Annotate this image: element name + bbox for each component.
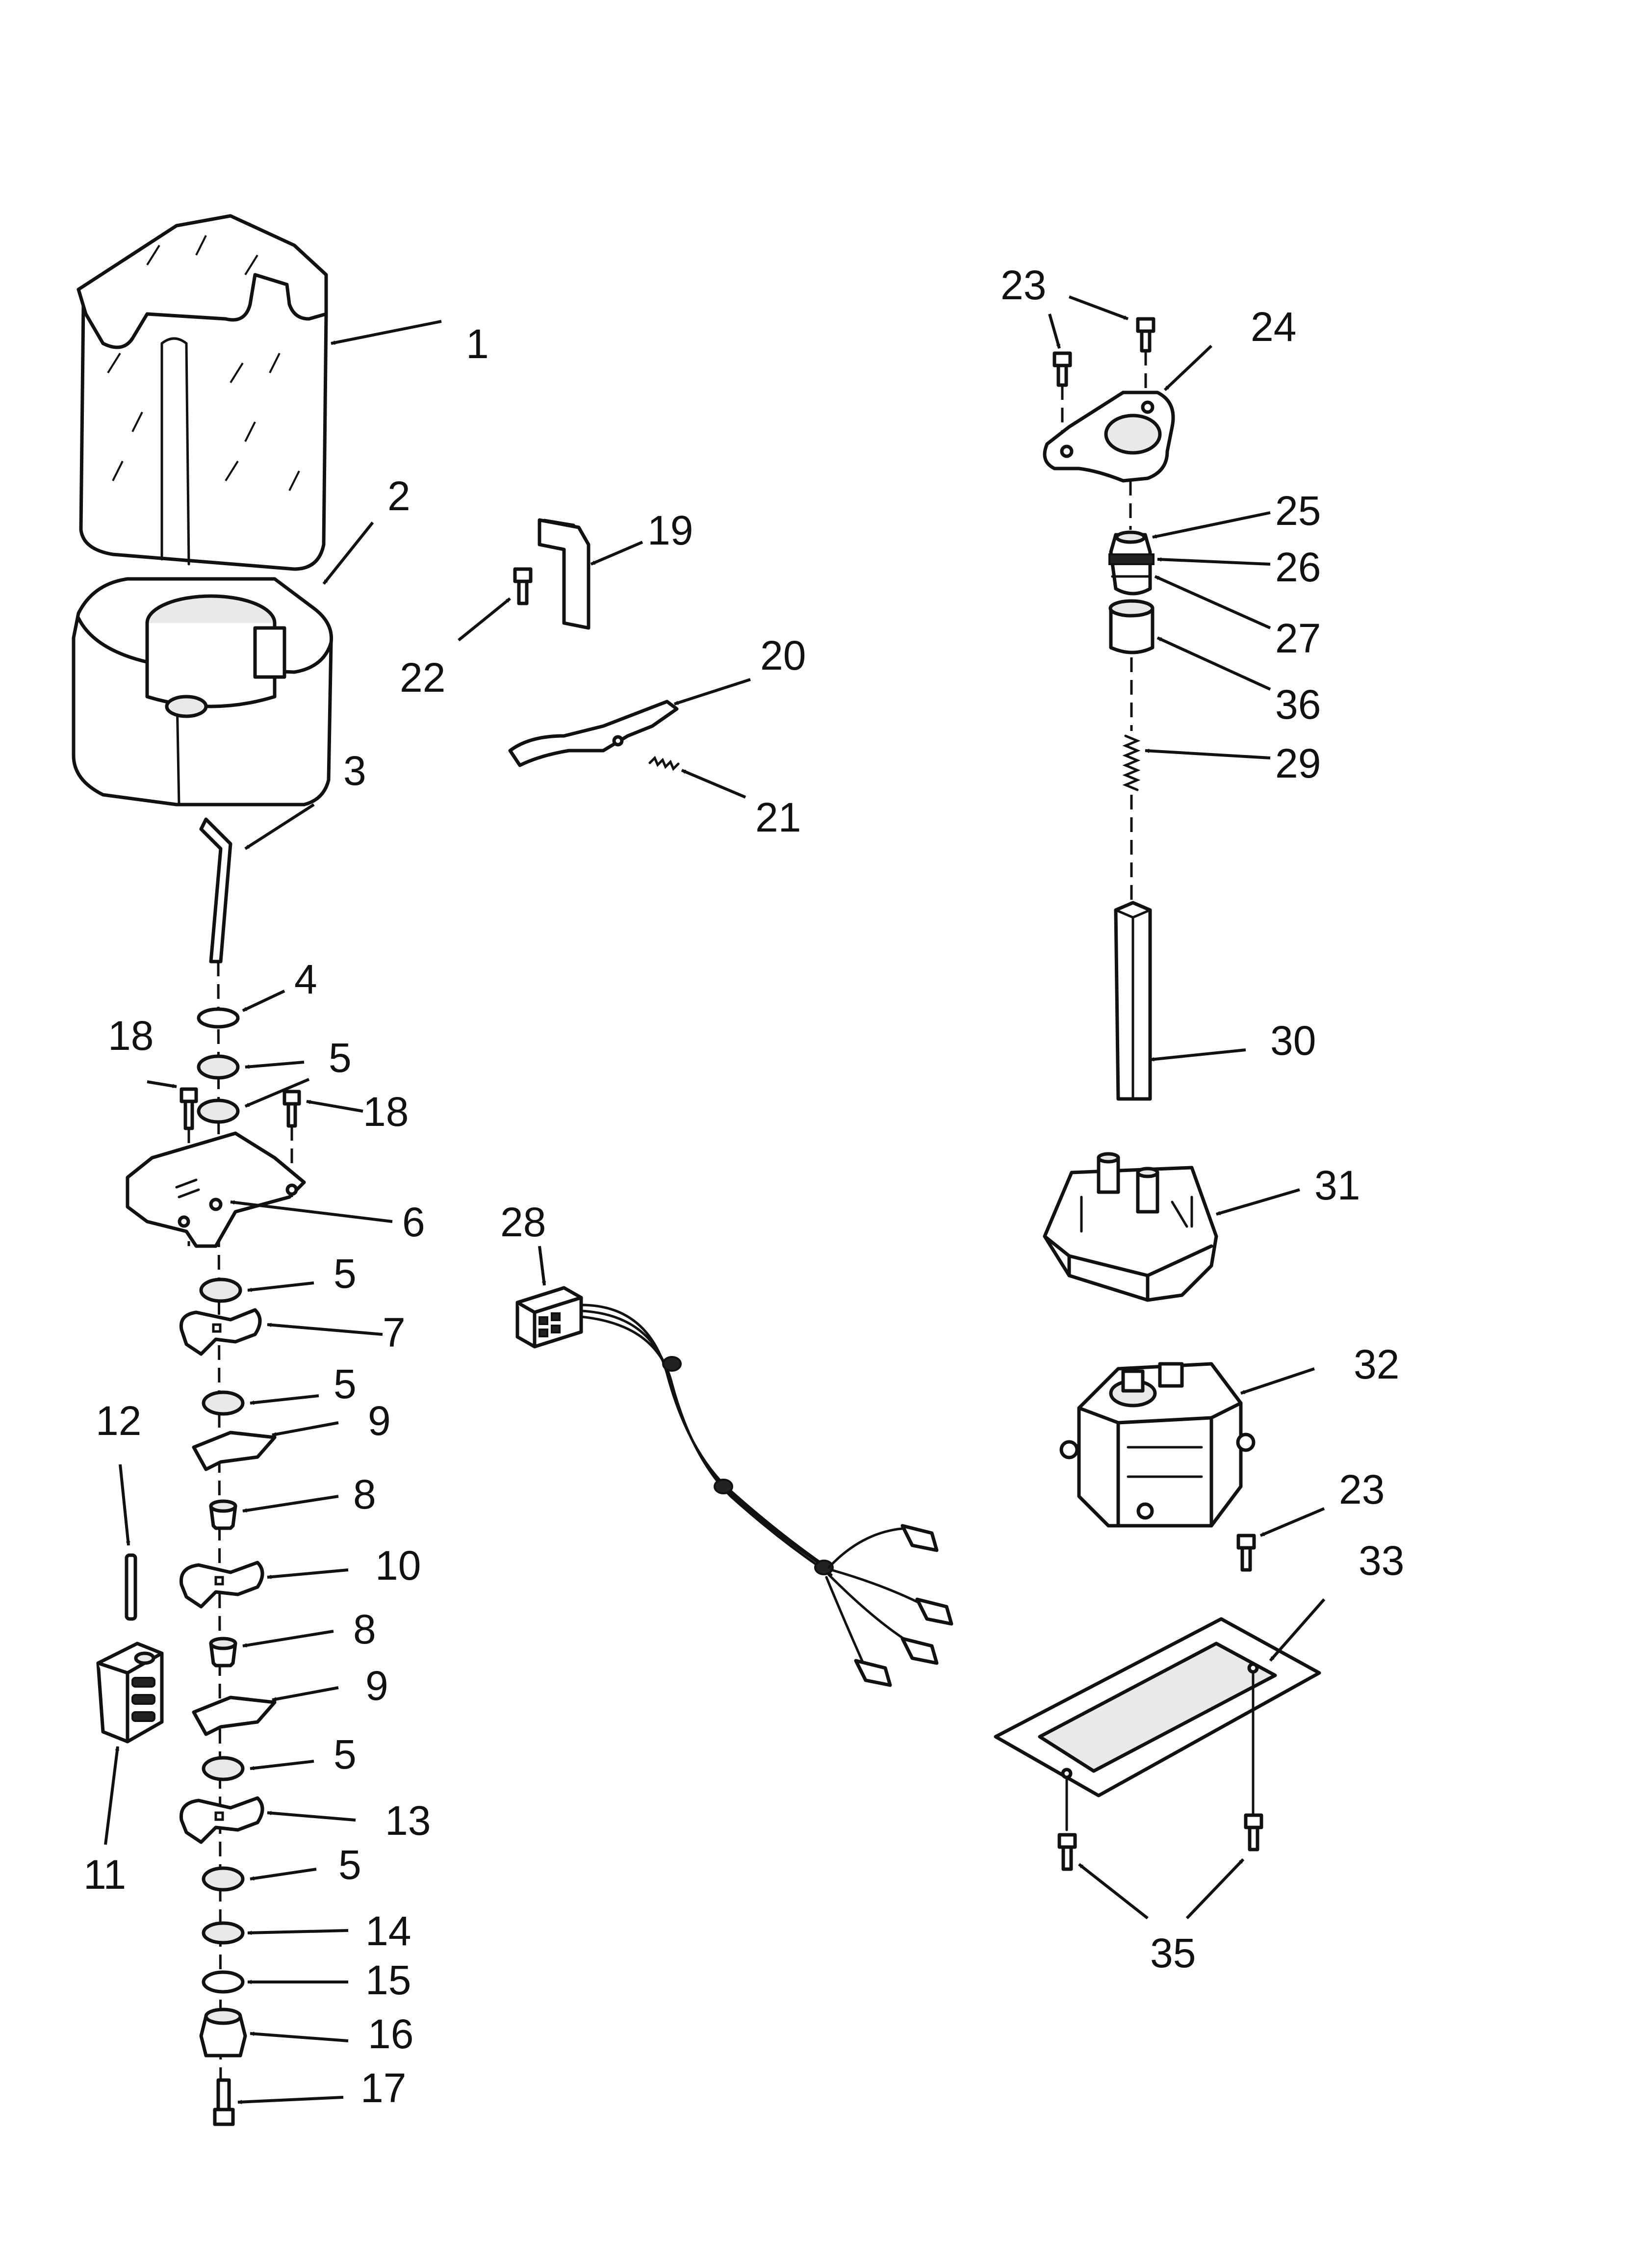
washer-14	[202, 1921, 245, 1945]
bracket-19	[538, 518, 590, 630]
callout-28: 28	[500, 1199, 546, 1245]
callout-1: 1	[466, 321, 489, 367]
callout-31: 31	[1314, 1162, 1360, 1208]
callout-35: 35	[1150, 1930, 1196, 1976]
pin-12	[125, 1553, 137, 1621]
ice-bin	[72, 577, 334, 807]
callout-36: 36	[1275, 681, 1321, 728]
callout-5b: 5	[334, 1251, 357, 1297]
crusher-blade-10	[179, 1561, 264, 1609]
callout-27: 27	[1275, 615, 1321, 661]
crusher-blade-13	[179, 1796, 264, 1844]
callout-33: 33	[1359, 1538, 1404, 1584]
switch-assembly	[1108, 530, 1155, 596]
callout-6: 6	[402, 1199, 425, 1245]
callout-10: 10	[375, 1542, 421, 1589]
callout-32: 32	[1354, 1341, 1399, 1387]
callout-29: 29	[1275, 740, 1321, 786]
callout-8a: 8	[353, 1471, 376, 1517]
screw-22	[513, 567, 533, 605]
callout-12: 12	[96, 1398, 141, 1444]
screw-23-top	[1052, 317, 1155, 387]
callout-5e: 5	[338, 1842, 361, 1888]
washer-15	[202, 1970, 245, 1994]
callout-7: 7	[383, 1309, 406, 1356]
callout-15: 15	[365, 1957, 411, 2003]
callout-14: 14	[365, 1908, 411, 1954]
mounting-bracket	[126, 1131, 306, 1248]
wire-harness-28	[515, 1286, 953, 1687]
callout-21: 21	[755, 794, 801, 840]
ice-bin-cover	[77, 214, 328, 571]
washer-4	[197, 1007, 240, 1029]
callout-5c: 5	[334, 1361, 357, 1407]
screw-35	[1057, 1813, 1263, 1871]
motor-assembly-32	[1059, 1362, 1256, 1528]
callout-2: 2	[387, 473, 410, 519]
callout-17: 17	[360, 2065, 406, 2111]
callout-9a: 9	[368, 1398, 391, 1444]
callout-30: 30	[1270, 1017, 1316, 1064]
crusher-blade-9	[192, 1431, 277, 1736]
callout-23a: 23	[1001, 262, 1046, 308]
callout-18b: 18	[363, 1089, 409, 1135]
spring-21	[648, 756, 680, 771]
callout-18a: 18	[108, 1013, 154, 1059]
bushing-8	[209, 1499, 237, 1668]
callout-5a: 5	[329, 1035, 352, 1081]
screw-23-bottom	[1236, 1534, 1256, 1572]
screw-17	[213, 2078, 235, 2126]
callout-16: 16	[368, 2011, 413, 2057]
cap-36	[1108, 599, 1155, 654]
motor-cover-31	[1043, 1152, 1218, 1302]
pin-block-11	[96, 1642, 164, 1744]
callout-22: 22	[400, 654, 445, 701]
spring-29	[1122, 734, 1141, 791]
screw-18	[180, 1087, 301, 1130]
callout-19: 19	[647, 507, 693, 553]
callout-4: 4	[294, 956, 317, 1002]
callout-25: 25	[1275, 488, 1321, 534]
callout-26: 26	[1275, 544, 1321, 590]
mounting-plate-24	[1043, 391, 1175, 483]
callout-3: 3	[343, 748, 366, 794]
callout-11: 11	[83, 1851, 126, 1898]
auger	[199, 817, 232, 964]
callout-5d: 5	[334, 1731, 357, 1777]
callout-24: 24	[1251, 304, 1296, 350]
crusher-blade-7	[179, 1308, 262, 1356]
gasket-33	[994, 1617, 1321, 1798]
drive-shaft-30	[1114, 901, 1152, 1101]
callout-20: 20	[760, 632, 806, 678]
spacer-5	[197, 1054, 245, 1892]
nut-16	[199, 2007, 247, 2058]
callout-13: 13	[385, 1798, 431, 1844]
callout-9b: 9	[365, 1663, 388, 1709]
callout-23b: 23	[1339, 1466, 1385, 1512]
lever-20	[508, 700, 679, 767]
callout-8b: 8	[353, 1606, 376, 1652]
